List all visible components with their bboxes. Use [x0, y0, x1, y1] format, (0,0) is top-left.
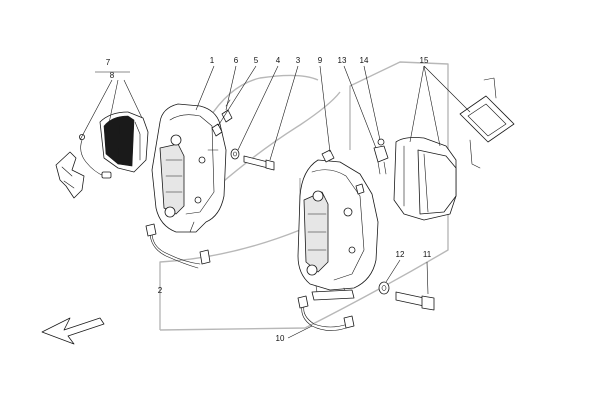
pad-spring: [459, 77, 515, 169]
bleed-screw-cap: [211, 123, 223, 137]
callout-10: 10: [276, 334, 285, 343]
brake-pipe-left: [145, 223, 211, 269]
callout-15: 15: [420, 56, 429, 65]
callout-12: 12: [396, 250, 405, 259]
washer-right: [378, 281, 390, 295]
callout-2: 2: [158, 286, 163, 295]
brake-caliper-right: [297, 149, 379, 301]
direction-arrow-icon: [41, 317, 105, 345]
callout-3: 3: [296, 56, 301, 65]
callout-11: 11: [423, 250, 432, 259]
callout-9: 9: [318, 56, 323, 65]
outline-curve-upper: [217, 91, 341, 187]
callout-1: 1: [210, 56, 215, 65]
small-bleed-screw-right: [355, 183, 365, 195]
pad-retainer-clip: [55, 151, 85, 199]
bleed-screw: [221, 99, 233, 123]
right-group-frame: [159, 61, 449, 331]
left-group-frame: [159, 178, 301, 330]
callout-7: 7: [106, 58, 111, 67]
washer-left: [230, 148, 240, 160]
callout-8: 8: [110, 71, 115, 80]
outline-curve-left: [207, 74, 319, 121]
brake-pad-right: [393, 137, 457, 221]
callout-13: 13: [338, 56, 347, 65]
caliper-bolt-right: [395, 291, 435, 311]
callout-5: 5: [254, 56, 259, 65]
brake-pad-left: [99, 111, 149, 173]
brake-pipe-right: [297, 295, 355, 331]
callout-6: 6: [234, 56, 239, 65]
leader-lines: [79, 65, 471, 339]
callout-14: 14: [360, 56, 369, 65]
caliper-bolt-left: [243, 155, 275, 171]
brake-caliper-left: [151, 103, 227, 233]
callout-4: 4: [276, 56, 281, 65]
bleed-fitting-right: [373, 138, 389, 175]
